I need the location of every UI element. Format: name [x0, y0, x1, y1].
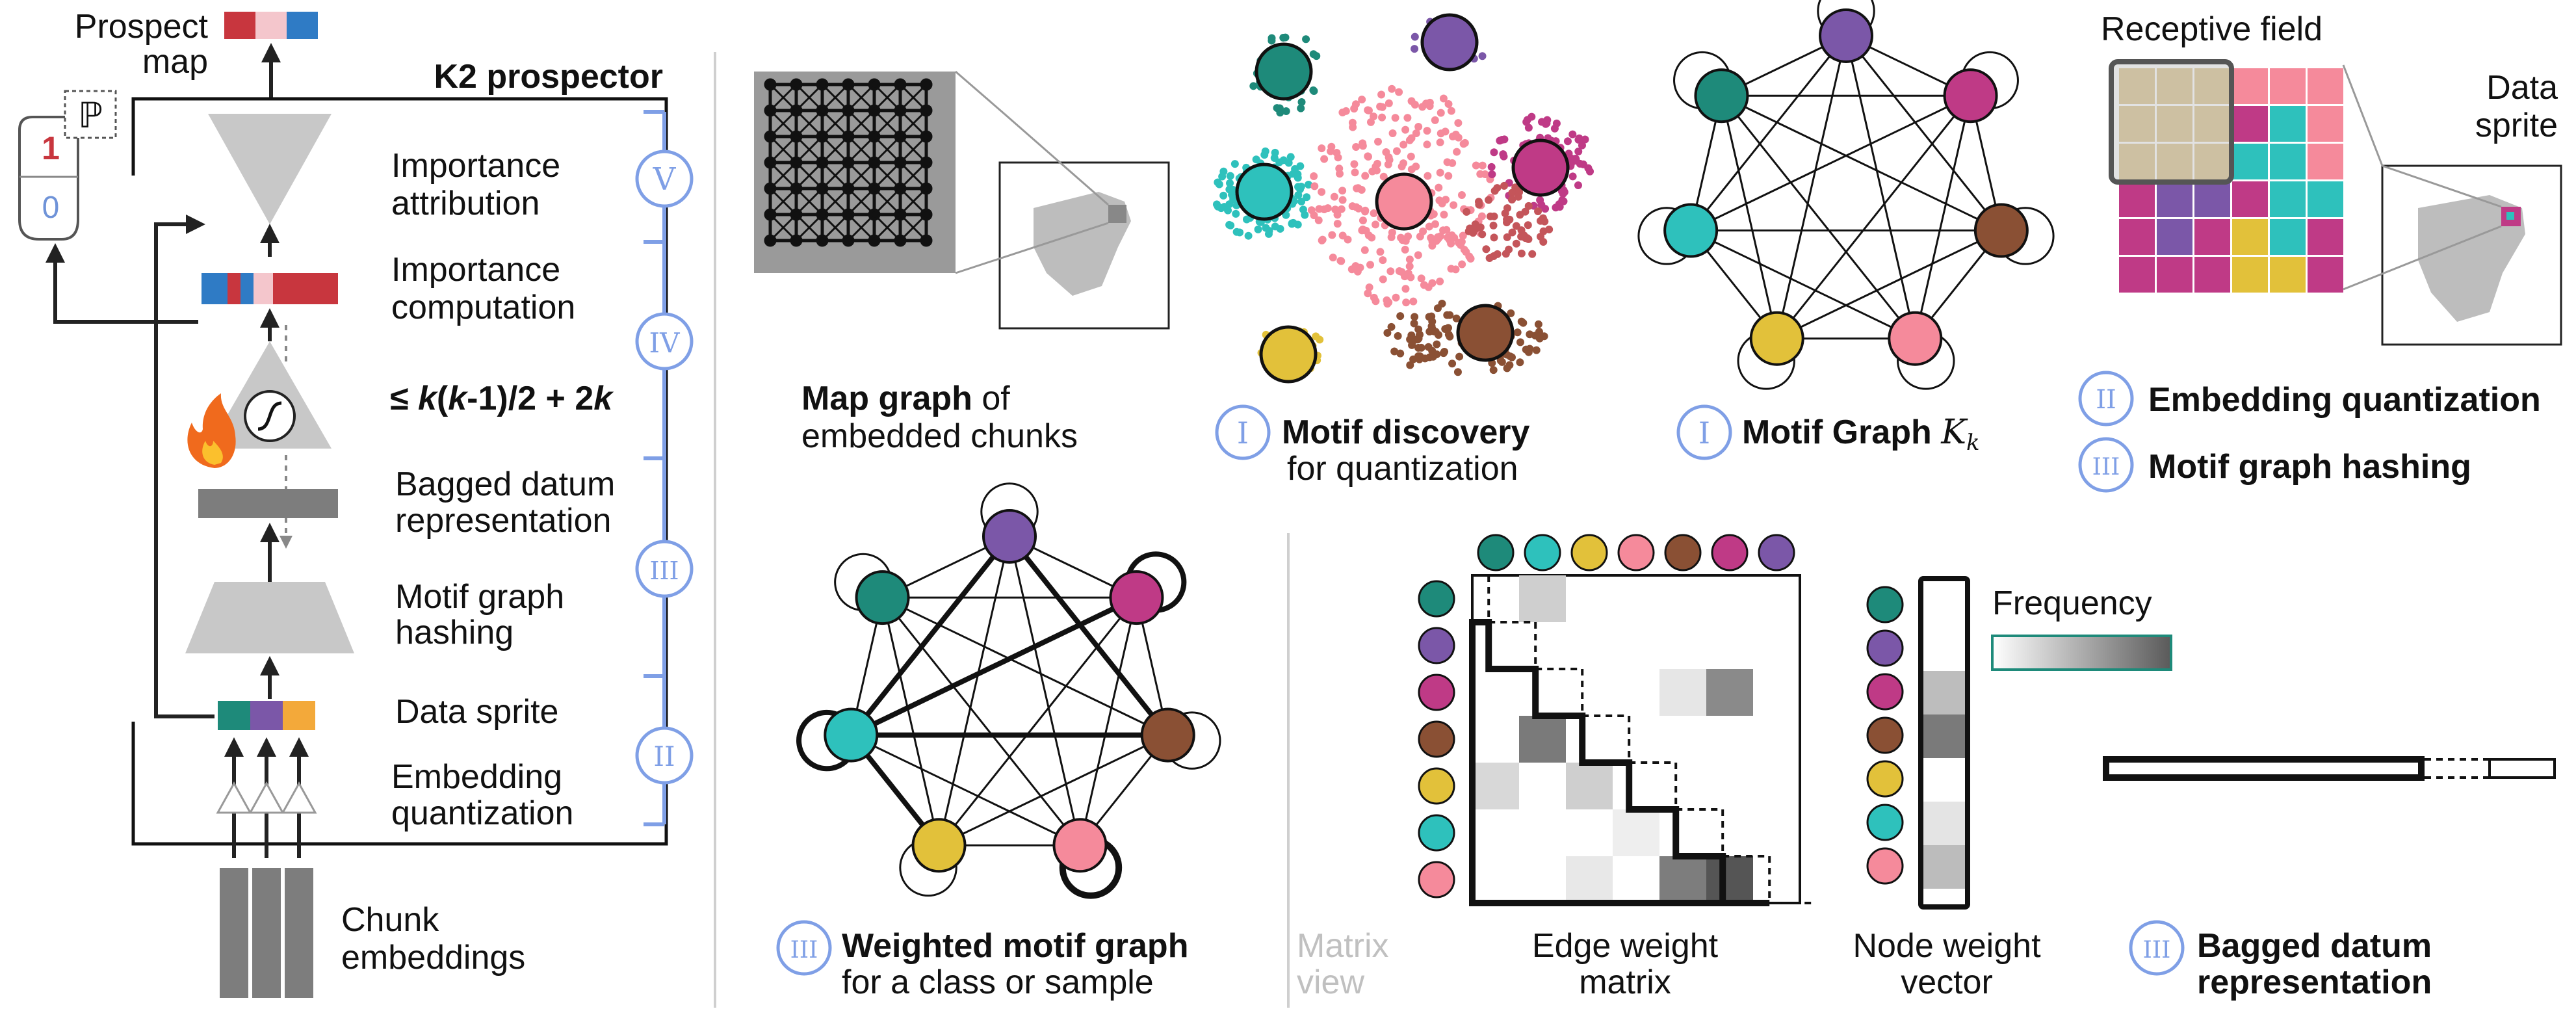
svg-text:III: III: [2092, 454, 2120, 480]
sprite-grid: [2119, 68, 2343, 293]
svg-text:III: III: [2143, 937, 2171, 963]
motif-hashing-label: Motif graph: [395, 578, 564, 616]
svg-text:attribution: attribution: [391, 185, 540, 222]
quantization-arrows: [216, 737, 317, 858]
magnifier-icon: [216, 781, 252, 814]
svg-text:Embedding quantization: Embedding quantization: [2148, 381, 2541, 419]
svg-text:I: I: [1237, 415, 1249, 451]
p-symbol: ℙ: [78, 96, 103, 135]
receptive-field-window: [2109, 59, 2234, 185]
svg-text:III: III: [790, 937, 818, 963]
importance-computation-label: Importance: [391, 251, 560, 289]
svg-text:Bagged datum: Bagged datum: [2197, 927, 2432, 965]
flame-icon: [187, 393, 236, 468]
svg-text:Motif Graph Kk: Motif Graph Kk: [1742, 413, 1980, 456]
sprite-zoom: [2342, 64, 2562, 346]
label-zero: 0: [42, 190, 60, 225]
arrow-to-output: [46, 243, 198, 324]
weighted-motif-graph: [796, 482, 1221, 899]
node-weight-label: Node weight: [1853, 927, 2041, 965]
skip-arrow: [154, 215, 215, 718]
edge-weight-label: Edge weight: [1532, 927, 1719, 965]
svg-text:II: II: [2096, 385, 2116, 415]
data-sprite-top-label: Data: [2486, 69, 2558, 107]
step-numerals: V IV III II: [635, 150, 694, 785]
svg-text:matrix: matrix: [1579, 963, 1671, 1001]
edge-weight-matrix: [1418, 534, 1817, 906]
svg-text:Motif discovery: Motif discovery: [1282, 413, 1529, 451]
map-graph-label: Map graph of: [801, 380, 1010, 417]
motif-discovery-label: I Motif discovery for quantization: [1215, 404, 1529, 488]
prospect-map-bar: [224, 12, 318, 39]
step-iii: III: [649, 557, 679, 585]
data-sprite-label: Data sprite: [395, 693, 558, 731]
map-graph: [754, 70, 1170, 330]
bagged-datum-bar: [198, 489, 338, 518]
bagged-datum-vector: [2103, 756, 2556, 781]
weighted-motif-graph-label: III Weighted motif graph for a class or …: [776, 920, 1188, 1001]
output-box: ℙ 1 0: [18, 90, 117, 241]
svg-text:Weighted motif graph: Weighted motif graph: [842, 927, 1188, 965]
bagged-datum-label: Bagged datum: [395, 465, 615, 503]
frequency-colorbar: [1991, 635, 2172, 671]
importance-attribution-shape: [208, 114, 332, 224]
bagged-datum-label: III Bagged datum representation: [2129, 920, 2432, 1001]
motif-graph-label: I Motif Graph Kk: [1676, 404, 1980, 460]
motif-hashing-shape: [185, 582, 354, 653]
motif-graph-hashing-step: III Motif graph hashing: [2078, 437, 2471, 493]
node-weight-vector: [1866, 576, 1970, 910]
svg-text:representation: representation: [395, 502, 611, 540]
svg-text:embeddings: embeddings: [341, 939, 525, 976]
svg-text:embedded chunks: embedded chunks: [801, 417, 1078, 455]
importance-vector: [202, 273, 338, 304]
chunk-embeddings-label: Chunk: [341, 901, 439, 939]
prospect-map-label-2: map: [142, 43, 208, 81]
svg-text:for quantization: for quantization: [1287, 450, 1518, 488]
step-ii: II: [653, 740, 675, 772]
svg-text:for a class or sample: for a class or sample: [842, 963, 1154, 1001]
param-count: ≤ k(k-1)/2 + 2k: [390, 380, 614, 417]
svg-text:Motif graph hashing: Motif graph hashing: [2148, 448, 2471, 486]
blackboard-p-icon: [64, 90, 117, 139]
svg-text:I: I: [1698, 415, 1710, 451]
left-panel: Prospect map K2 prospector ℙ 1 0: [18, 8, 694, 998]
svg-text:quantization: quantization: [391, 794, 573, 832]
motif-discovery-scatter: [1212, 13, 1594, 384]
chunk-embeddings: [220, 868, 313, 998]
svg-text:sprite: sprite: [2475, 107, 2558, 144]
importance-attribution-label: Importance: [391, 147, 560, 185]
embedding-quantization-label: Embedding: [391, 758, 562, 796]
svg-text:view: view: [1297, 963, 1364, 1001]
svg-text:vector: vector: [1901, 963, 1993, 1001]
matrix-view-label: Matrix: [1297, 927, 1389, 965]
svg-text:computation: computation: [391, 289, 575, 326]
step-v: V: [653, 161, 677, 198]
label-one: 1: [42, 130, 60, 166]
step-iv: IV: [649, 327, 681, 359]
svg-text:hashing: hashing: [395, 614, 514, 651]
step-bracket: [644, 110, 666, 826]
k2-prospector-title: K2 prospector: [434, 58, 663, 96]
embedding-quantization-step: II Embedding quantization: [2078, 371, 2541, 426]
prospect-map-label: Prospect: [75, 8, 209, 46]
svg-text:representation: representation: [2197, 963, 2432, 1001]
motif-graph: [1637, 0, 2055, 390]
receptive-field-label: Receptive field: [2101, 10, 2322, 48]
data-sprite: [218, 701, 315, 730]
frequency-label: Frequency: [1992, 584, 2152, 622]
